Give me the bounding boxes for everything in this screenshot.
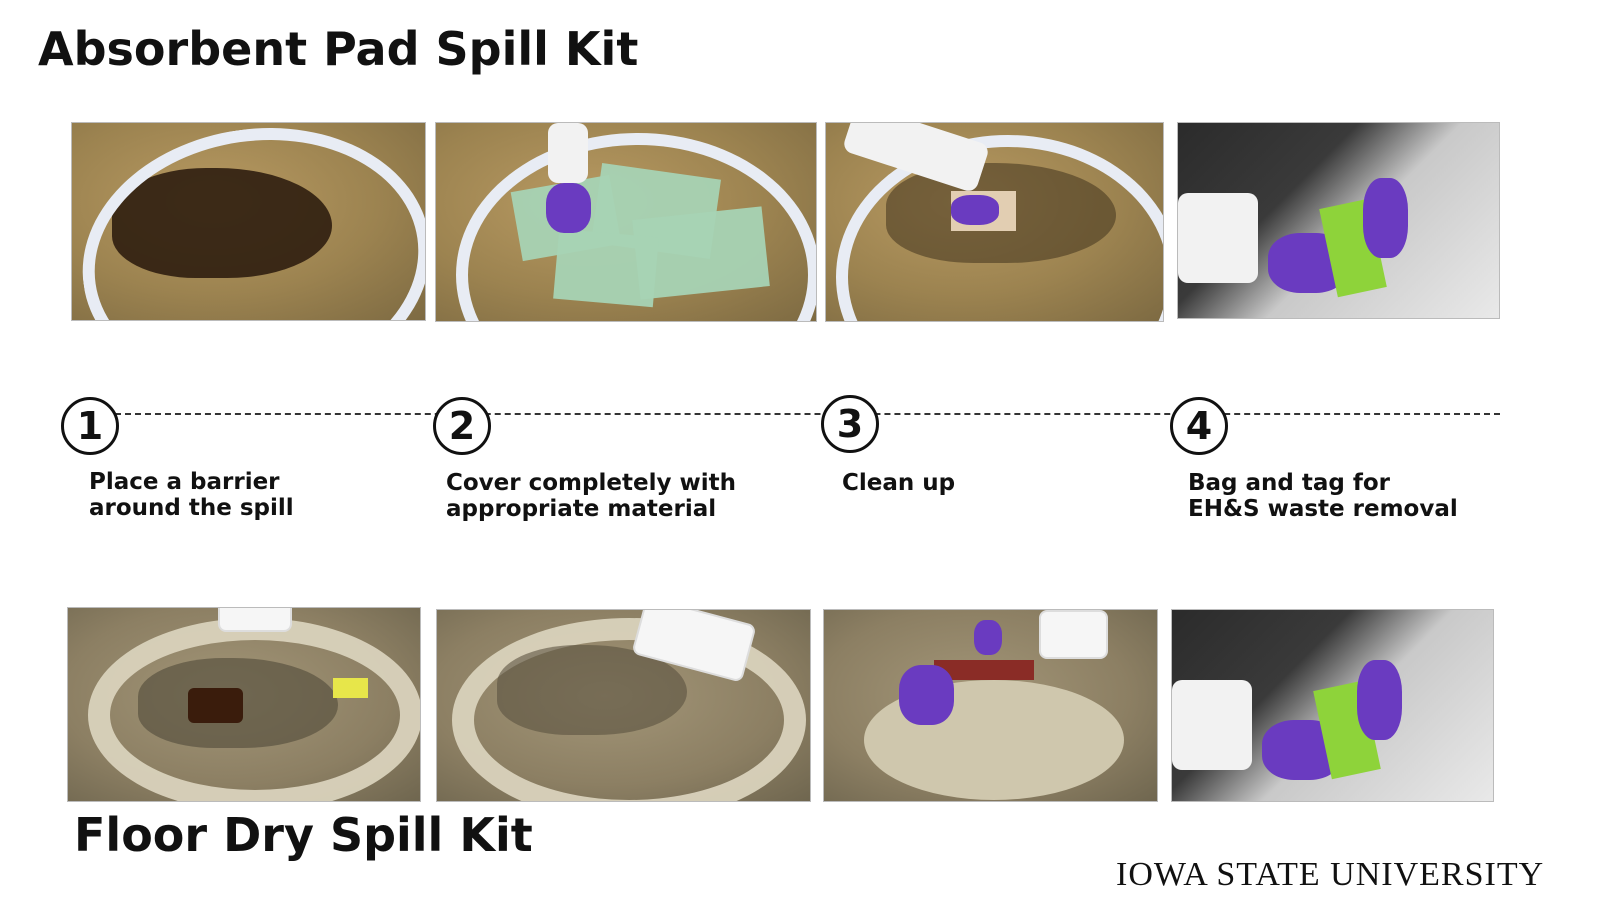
step-2-text: Cover completely with appropriate materi… bbox=[446, 470, 736, 522]
step-4-text: Bag and tag for EH&S waste removal bbox=[1188, 470, 1458, 522]
step-1-text: Place a barrier around the spill bbox=[89, 469, 294, 521]
photo-dry-cleanup bbox=[823, 609, 1158, 802]
photo-dry-barrier bbox=[67, 607, 421, 802]
step-4-number: 4 bbox=[1170, 397, 1228, 455]
top-kit-title: Absorbent Pad Spill Kit bbox=[38, 22, 639, 76]
step-3-number: 3 bbox=[821, 395, 879, 453]
photo-pad-cleanup bbox=[825, 122, 1164, 322]
step-2-number: 2 bbox=[433, 397, 491, 455]
photo-pad-cover bbox=[435, 122, 817, 322]
photo-dry-cover bbox=[436, 609, 811, 802]
photo-dry-bag-tag bbox=[1171, 609, 1494, 802]
university-logo: IOWA STATE UNIVERSITY bbox=[1116, 856, 1545, 893]
photo-pad-barrier bbox=[71, 122, 426, 321]
step-3-text: Clean up bbox=[842, 470, 956, 496]
step-1-number: 1 bbox=[61, 397, 119, 455]
step-timeline-line bbox=[115, 413, 1500, 415]
bottom-kit-title: Floor Dry Spill Kit bbox=[74, 808, 533, 862]
photo-pad-bag-tag bbox=[1177, 122, 1500, 319]
